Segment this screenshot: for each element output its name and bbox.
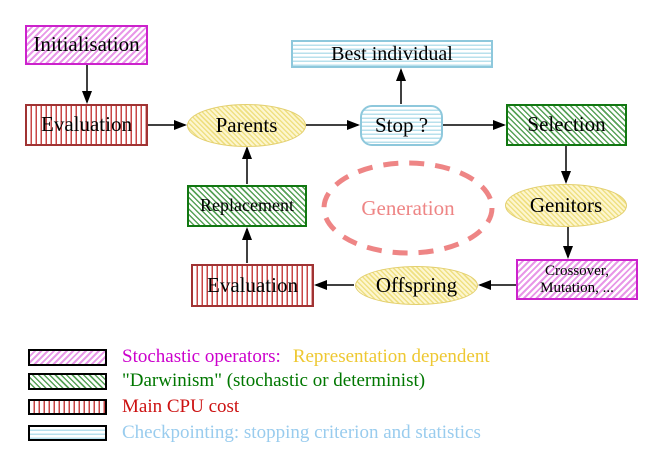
node-offspring: Offspring: [355, 266, 478, 305]
node-stop-label: Stop ?: [374, 112, 429, 137]
node-evaluation-bottom-label: Evaluation: [207, 272, 298, 297]
node-crossover-mutation: Crossover, Mutation, ...: [516, 259, 638, 300]
node-evaluation-top: Evaluation: [25, 104, 148, 146]
node-selection: Selection: [506, 104, 627, 146]
legend-swatch-checkpointing: [28, 425, 107, 441]
legend-label-darwinism: "Darwinism" (stochastic or determinist): [122, 370, 426, 391]
node-replacement-label: Replacement: [200, 195, 294, 216]
legend-swatch-darwinism: [28, 372, 107, 390]
node-initialisation: Initialisation: [25, 25, 148, 65]
node-evaluation-bottom: Evaluation: [191, 264, 314, 307]
node-evaluation-top-label: Evaluation: [41, 112, 132, 137]
legend-label-representation-dependent: Representation dependent: [292, 346, 490, 367]
node-offspring-label: Offspring: [375, 272, 458, 297]
node-parents-label: Parents: [215, 112, 278, 137]
node-selection-label: Selection: [527, 112, 606, 137]
legend-swatch-cpu-cost: [28, 399, 107, 415]
legend-row-checkpointing: Checkpointing: stopping criterion and st…: [28, 422, 481, 444]
legend-label-stochastic-operators: Stochastic operators:: [122, 346, 281, 367]
node-crossover-line1: Crossover,: [545, 263, 609, 279]
node-generation-label: Generation: [361, 195, 455, 220]
node-parents: Parents: [187, 104, 306, 147]
node-best-individual: Best individual: [291, 40, 493, 68]
node-stop: Stop ?: [360, 105, 443, 146]
generation-dashed-ellipse: [321, 160, 495, 256]
legend-swatch-stochastic-operators: [28, 348, 107, 366]
legend-row-cpu-cost: Main CPU cost: [28, 396, 239, 418]
legend-row-stochastic: Stochastic operators: Representation dep…: [28, 346, 490, 368]
node-initialisation-label: Initialisation: [33, 32, 140, 57]
node-genitors-label: Genitors: [529, 192, 603, 217]
legend-row-darwinism: "Darwinism" (stochastic or determinist): [28, 370, 425, 392]
legend-label-cpu-cost: Main CPU cost: [122, 396, 240, 417]
node-genitors: Genitors: [505, 184, 627, 227]
node-best-individual-label: Best individual: [331, 43, 453, 65]
node-crossover-line2: Mutation, ...: [540, 279, 614, 296]
legend-label-checkpointing: Checkpointing: stopping criterion and st…: [122, 422, 481, 443]
node-replacement: Replacement: [187, 185, 307, 227]
